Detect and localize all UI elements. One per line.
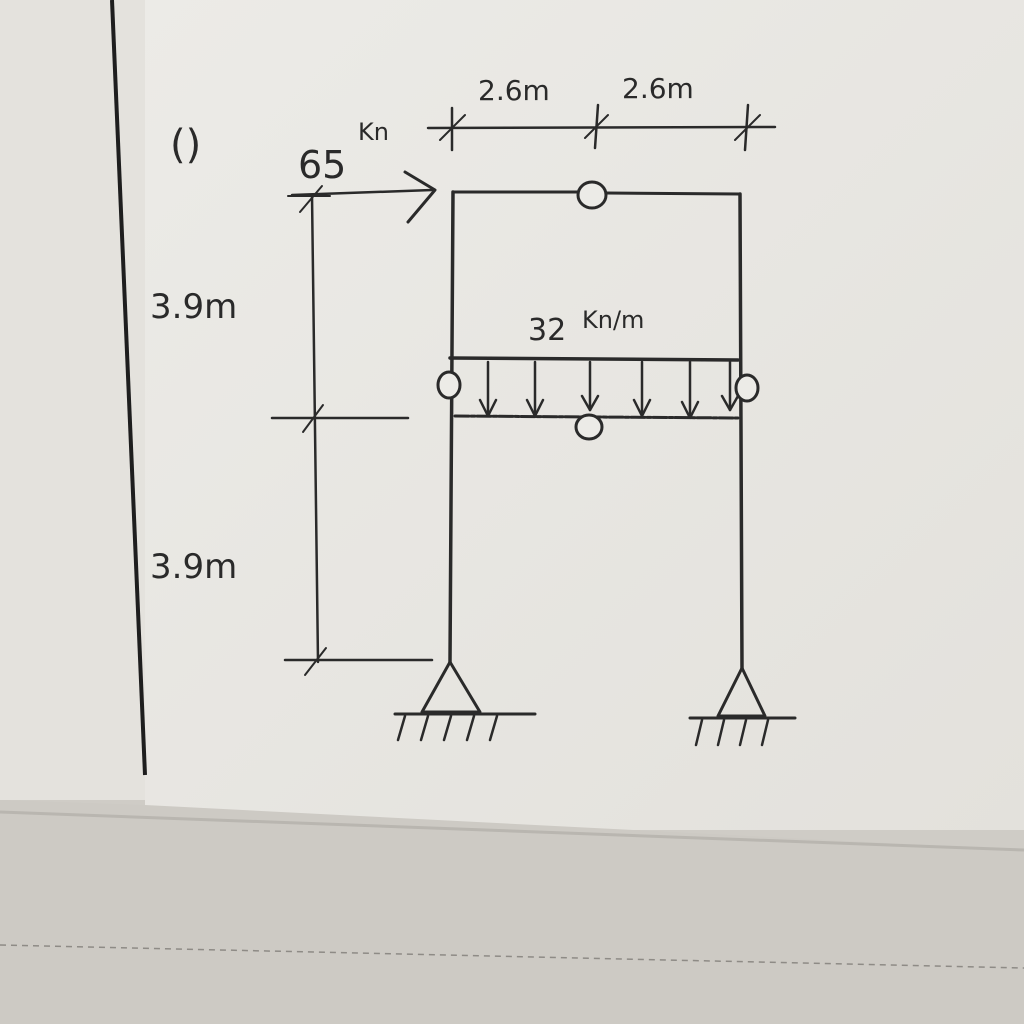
top-beam-right xyxy=(604,191,742,196)
height-label-upper: 3.9m xyxy=(150,287,237,327)
distributed-load-line xyxy=(448,356,740,362)
span-dimension-line xyxy=(426,103,777,152)
right-column xyxy=(738,192,744,670)
distributed-load-value: 32 xyxy=(528,313,566,348)
left-pin-support xyxy=(393,660,537,742)
height-label-lower: 3.9m xyxy=(150,547,237,587)
margin-line xyxy=(110,0,147,776)
distributed-load-unit: Kn/m xyxy=(582,306,644,334)
dashed-divider xyxy=(0,944,1024,969)
span-label-right: 2.6m xyxy=(622,72,694,105)
left-column-hinge xyxy=(436,370,462,400)
point-load-unit: Kn xyxy=(358,118,389,146)
point-load-value: 65 xyxy=(298,143,346,187)
problem-label: () xyxy=(170,122,201,168)
right-pin-support xyxy=(688,666,797,747)
distributed-load-arrows xyxy=(478,360,740,420)
left-column xyxy=(448,190,455,664)
panel-edge-line xyxy=(0,810,1024,852)
left-margin-area xyxy=(0,0,145,800)
lower-panel xyxy=(0,800,1024,1024)
span-label-left: 2.6m xyxy=(478,74,550,107)
top-beam-hinge xyxy=(576,180,608,210)
height-dimension-line xyxy=(270,185,434,676)
right-column-hinge xyxy=(734,373,760,403)
middle-beam-hinge xyxy=(574,413,604,441)
